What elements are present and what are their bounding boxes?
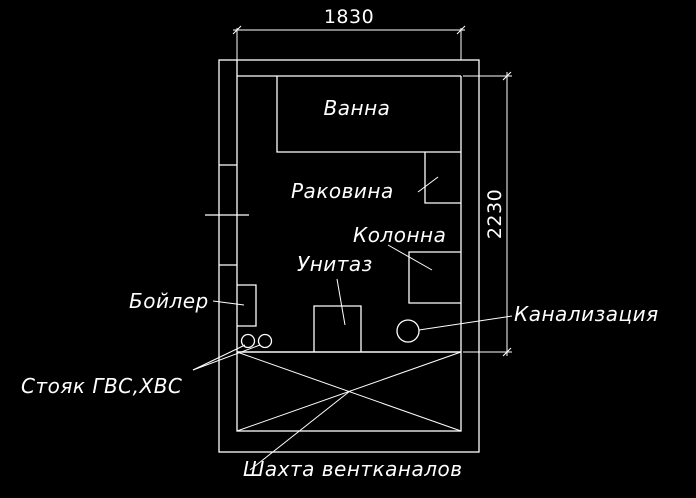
sewer-label: Канализация [514, 302, 659, 326]
column-label: Колонна [353, 223, 446, 247]
height-tick-top [502, 71, 512, 81]
sewer-icon [396, 319, 420, 343]
height-dimension-text: 2230 [484, 189, 506, 239]
riser-hot-icon [240, 333, 256, 349]
sewer: Канализация [396, 302, 659, 343]
bath: Ванна [276, 76, 461, 153]
toilet: Унитаз [297, 252, 373, 352]
column-outline [408, 251, 461, 304]
toilet-leader [336, 278, 346, 326]
boiler-outline [237, 284, 257, 327]
width-dimension-text: 1830 [324, 6, 374, 28]
boiler: Бойлер [129, 284, 257, 327]
width-tick-right [456, 25, 466, 35]
vent-shaft: Шахта вентканалов [236, 351, 463, 481]
column-leader [387, 244, 433, 271]
vent-shaft-outline [236, 351, 462, 432]
risers: Стояк ГВС,ХВС [21, 333, 273, 398]
vent-shaft-label: Шахта вентканалов [243, 457, 463, 481]
column: Колонна [353, 223, 461, 304]
sewer-leader [418, 315, 513, 331]
outer-wall [218, 59, 480, 453]
width-tick-left [232, 25, 242, 35]
height-dimension: 2230 [463, 71, 512, 357]
risers-label: Стояк ГВС,ХВС [21, 374, 182, 398]
bath-outline [276, 76, 461, 153]
width-dimension: 1830 [232, 6, 466, 60]
boiler-leader [212, 300, 245, 306]
vent-shaft-leader [249, 390, 351, 471]
boiler-label: Бойлер [129, 289, 209, 313]
riser-leader-1 [192, 344, 246, 371]
toilet-label: Унитаз [297, 252, 373, 276]
bath-label: Ванна [324, 96, 391, 120]
height-tick-bottom [502, 347, 512, 357]
sink-leader [417, 176, 439, 193]
riser-cold-icon [257, 333, 273, 349]
sink: Раковина [291, 152, 461, 204]
toilet-outline [313, 305, 362, 352]
sink-label: Раковина [291, 179, 394, 203]
riser-leader-2 [192, 344, 261, 371]
sink-outline [424, 152, 461, 204]
